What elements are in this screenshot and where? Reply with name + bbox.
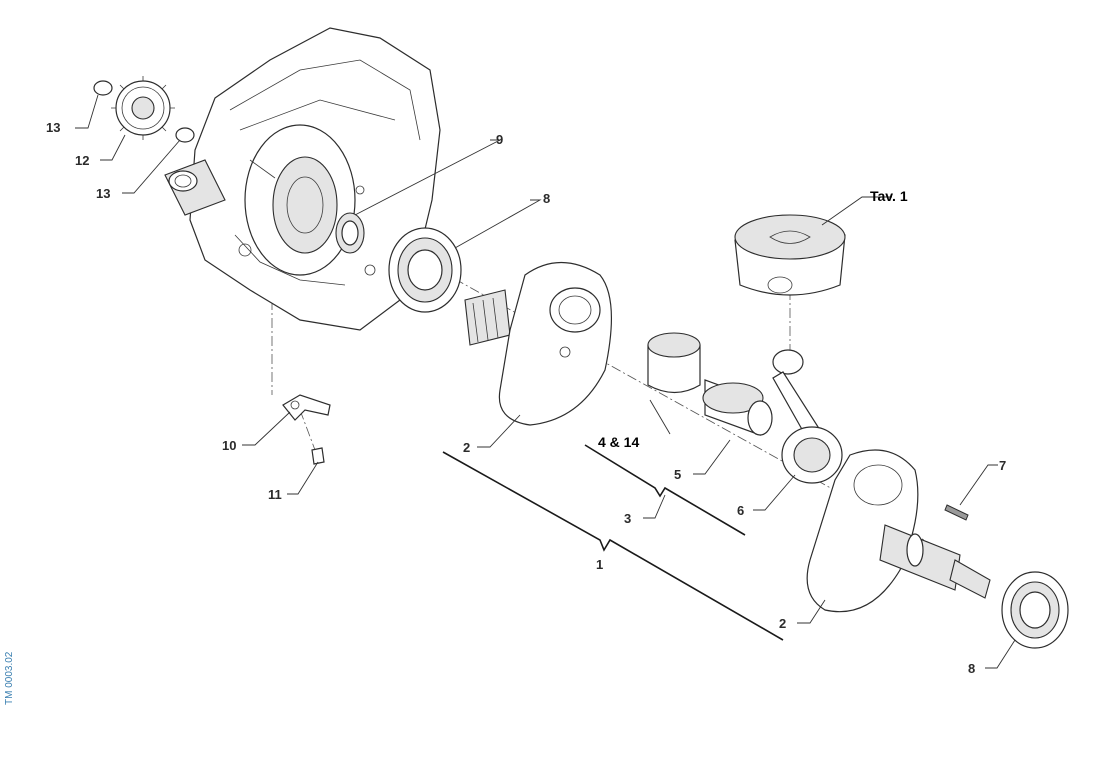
- callout-11: 11: [268, 487, 282, 502]
- needle-bearing: [647, 332, 701, 394]
- callout-13-upper: 13: [46, 120, 61, 135]
- main-bearing-lower: [1001, 571, 1069, 649]
- screw: [311, 447, 325, 465]
- crankcase-half: [164, 27, 441, 331]
- leader-lines: [75, 94, 1016, 669]
- callout-2-left: 2: [463, 440, 471, 455]
- circlip-upper: [93, 80, 113, 96]
- crankshaft-half-right: [806, 449, 991, 613]
- piston: [734, 214, 846, 296]
- main-bearing-upper: [388, 227, 462, 313]
- callout-tav-1: Tav. 1: [870, 188, 908, 204]
- woodruff-key: [944, 504, 969, 521]
- callout-6: 6: [737, 503, 745, 518]
- bracket: [282, 394, 331, 421]
- callout-5: 5: [674, 467, 682, 482]
- callout-8-lower: 8: [968, 661, 976, 676]
- connecting-rod: [772, 349, 843, 484]
- callout-4-and-14: 4 & 14: [598, 434, 640, 450]
- group-bracket-3: [584, 444, 746, 536]
- callout-2-right: 2: [779, 616, 787, 631]
- callout-10: 10: [222, 438, 237, 453]
- callout-12: 12: [75, 153, 90, 168]
- crankshaft-half-left: [464, 261, 613, 426]
- callout-9: 9: [496, 132, 504, 147]
- group-bracket-1: [442, 451, 784, 641]
- crank-pin: [702, 379, 773, 436]
- callout-3: 3: [624, 511, 632, 526]
- callout-8-upper: 8: [543, 191, 551, 206]
- drive-gear: [111, 76, 175, 140]
- circlip-lower: [175, 127, 195, 143]
- oil-seal: [335, 212, 365, 254]
- callout-1: 1: [596, 557, 604, 572]
- callout-7: 7: [999, 458, 1007, 473]
- drawing-code: TM 0003.02: [4, 651, 15, 705]
- callout-13-lower: 13: [96, 186, 111, 201]
